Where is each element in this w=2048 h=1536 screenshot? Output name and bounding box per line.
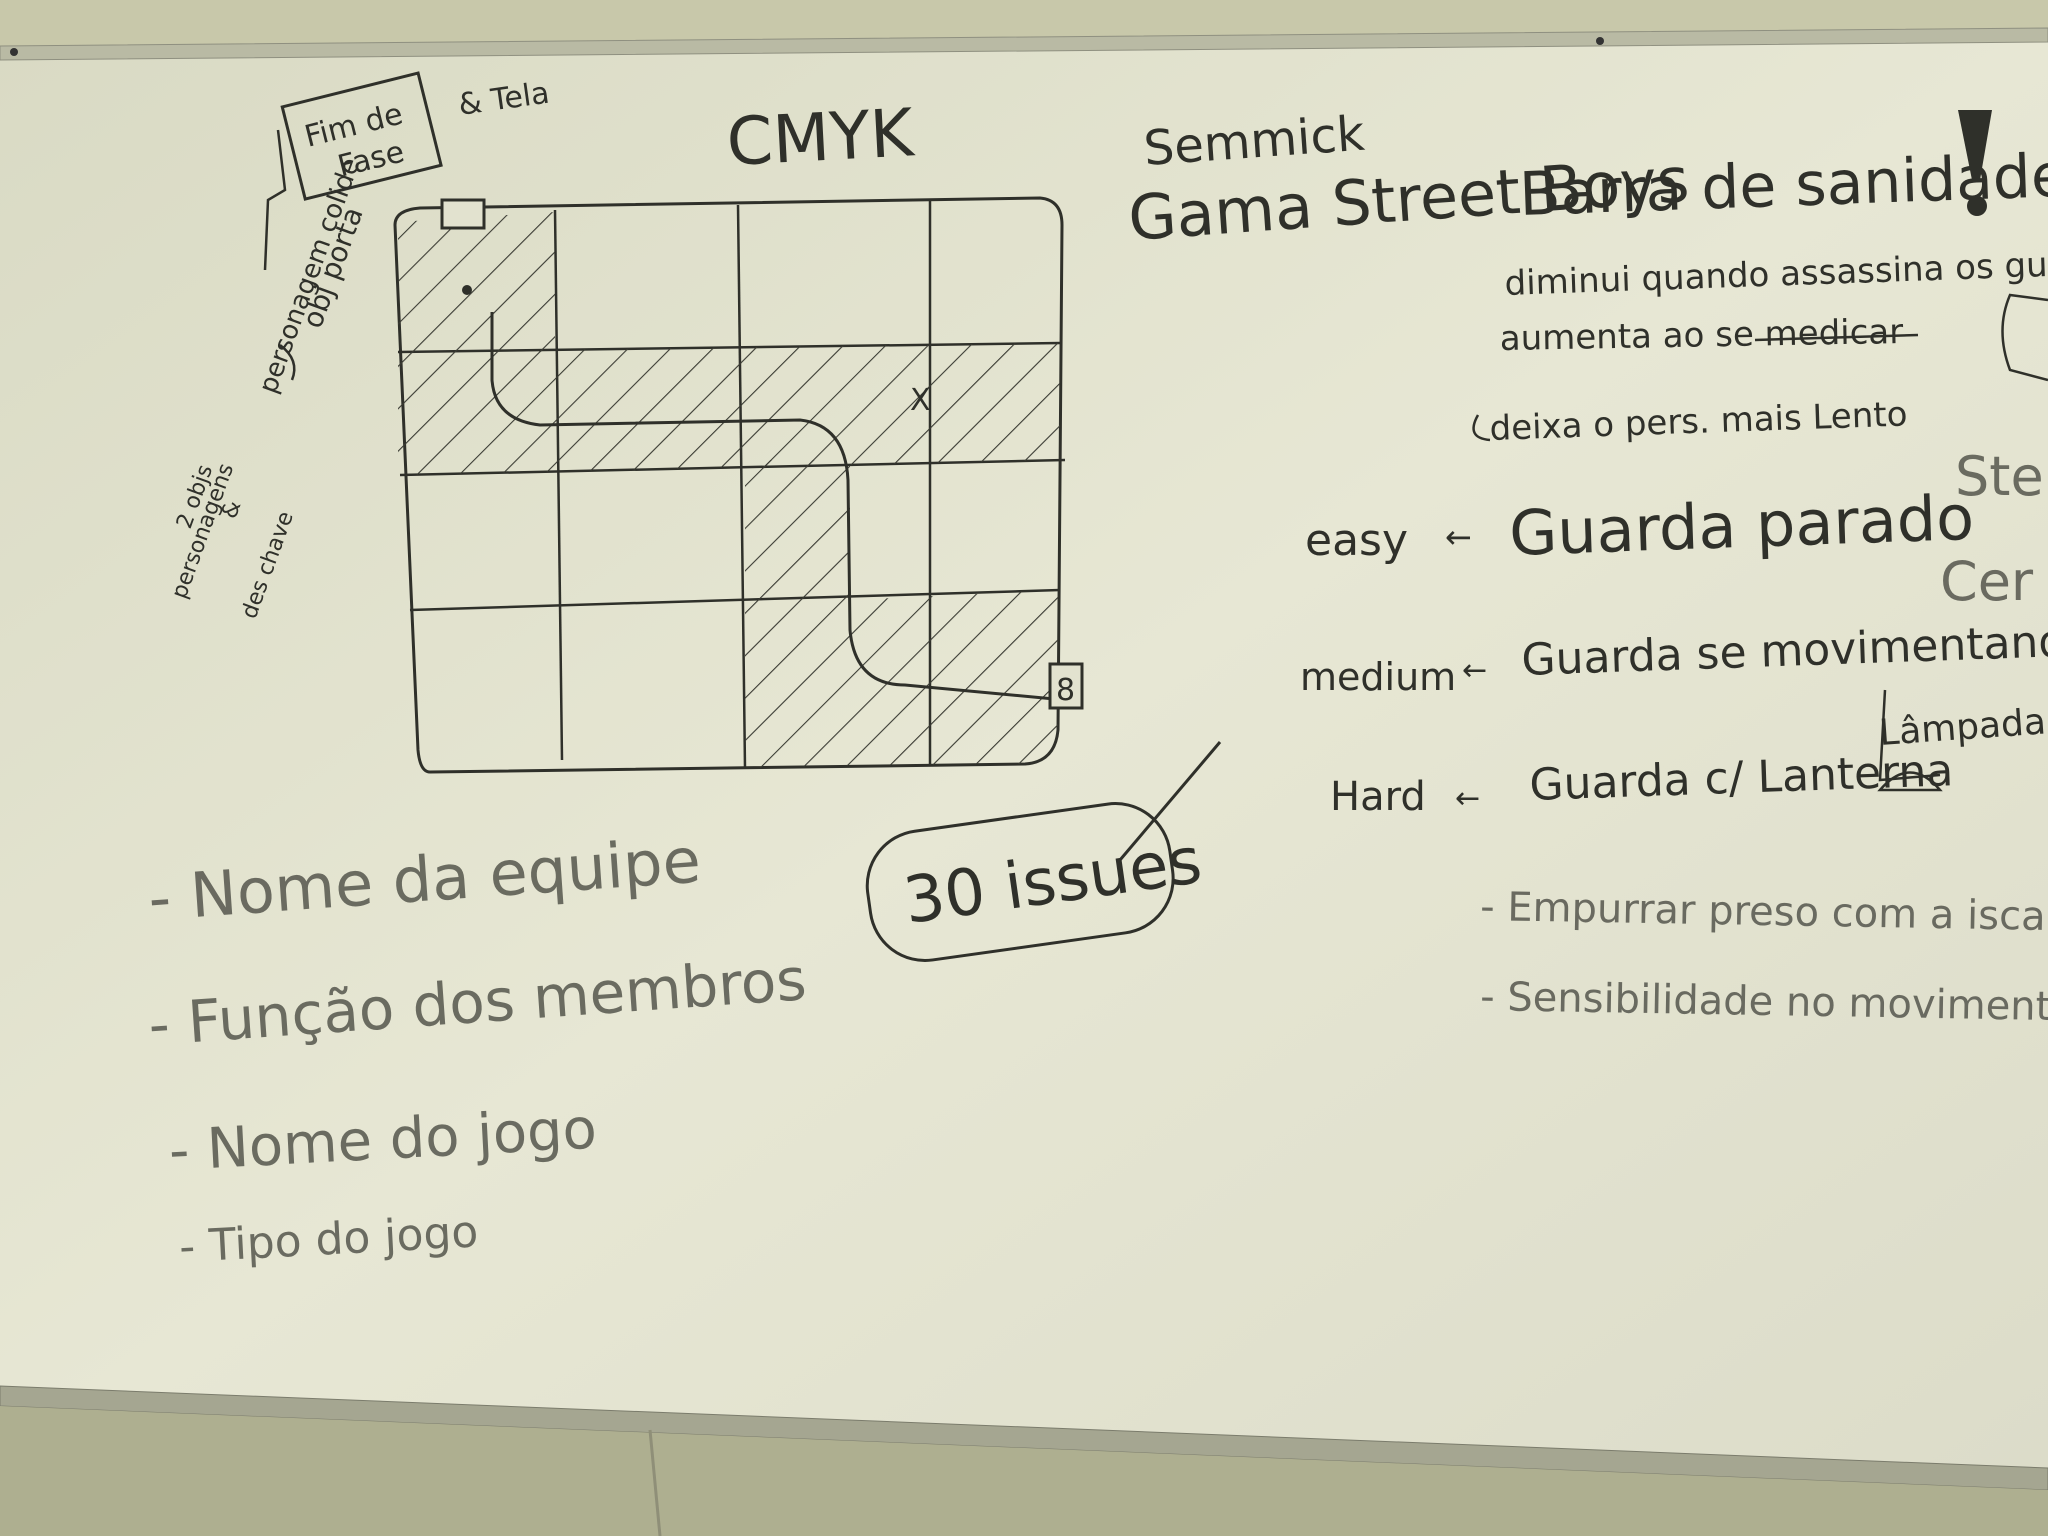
door-marker: [1048, 662, 1084, 710]
door-mark: 8: [1056, 673, 1075, 708]
lampada-arrow: [1878, 689, 1941, 782]
cmyk-title: CMYK: [725, 94, 917, 181]
wall-seam: [648, 1429, 662, 1536]
grid-line-v2: [736, 204, 747, 769]
fim-de-fase-frame: [280, 71, 443, 201]
exclamation-icon: [1958, 110, 1992, 180]
difficulty-medium-level: medium: [1300, 655, 1456, 699]
board-frame-bottom: [0, 1385, 2048, 1491]
difficulty-hard-arrow: ←: [1455, 781, 1480, 816]
sanity-increase: aumenta ao se medicar: [1499, 312, 1903, 359]
difficulty-medium-arrow: ←: [1462, 653, 1487, 688]
grid-line-h3: [409, 588, 1061, 612]
hatch-top-left: [398, 212, 555, 352]
difficulty-easy-level: easy: [1305, 515, 1408, 566]
level-sketch: 8 X: [393, 196, 1084, 774]
edge-ste: Ste: [1955, 445, 2044, 508]
grid-line-v1: [553, 209, 564, 761]
difficulty-hard-level: Hard: [1330, 774, 1426, 820]
partial-shape: [2001, 293, 2048, 382]
obj-porta-arrow: [279, 344, 296, 381]
pin-left: [10, 48, 18, 56]
medicar-underline: [1754, 333, 1919, 342]
hatch-vertical-path: [745, 460, 850, 768]
x-mark: X: [910, 383, 931, 418]
player-path: [490, 312, 1066, 702]
extra-sensibilidade: - Sensibilidade no movimento: [1480, 974, 2048, 1030]
edge-cer: Cer: [1940, 550, 2034, 613]
pin-right: [1596, 37, 1604, 45]
fim-de-fase-arrow: [263, 129, 287, 271]
lampada-icon: [1877, 771, 1943, 792]
wall-bottom: [0, 1406, 2048, 1536]
start-marker: [440, 198, 486, 230]
hatch-middle-row: [398, 343, 1060, 475]
player-dot: [462, 285, 472, 295]
board-frame-top: [0, 27, 2048, 61]
extra-empurrar: - Empurrar preso com a isca: [1480, 884, 2046, 940]
hatch-bottom-right: [850, 590, 1058, 765]
issues-checkmark: [1118, 741, 1222, 861]
exclamation-dot-icon: [1967, 196, 1987, 216]
issues-outline: [865, 802, 1175, 962]
grid-line-h2: [399, 458, 1066, 477]
difficulty-easy-desc: Guarda parado: [1508, 481, 1975, 570]
effect-bracket: [1472, 414, 1491, 442]
difficulty-easy-arrow: ←: [1445, 518, 1472, 556]
